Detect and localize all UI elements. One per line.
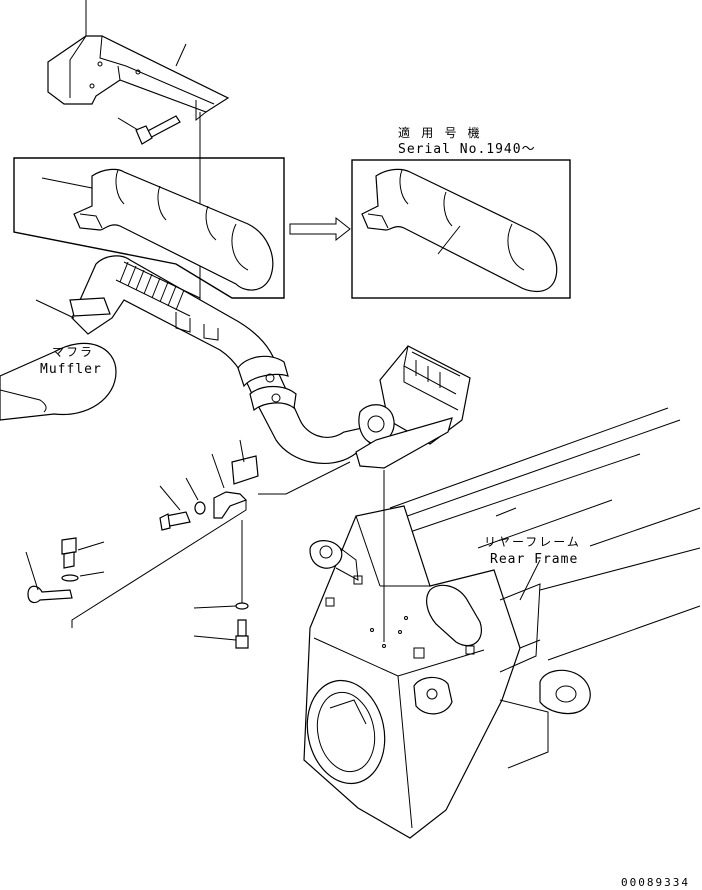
pipe-clamps	[237, 355, 297, 412]
flex-bellows	[115, 261, 201, 317]
muffler-label-en: Muffler	[40, 362, 102, 377]
rear-frame-label-jp: リヤーフレーム	[484, 535, 581, 549]
cover-bolt	[117, 115, 181, 145]
muffler-label-jp: マフラ	[52, 345, 94, 359]
lower-bolt-washer	[193, 520, 249, 649]
applicable-serial-label-en: Serial No.1940～	[398, 142, 536, 157]
detail-box-right: 適 用 号 機 Serial No.1940～	[351, 125, 571, 299]
rear-frame-label-en: Rear Frame	[490, 552, 578, 567]
tail-pipe-assembly	[35, 255, 371, 464]
muffler: マフラ Muffler	[0, 342, 117, 421]
drawing-number: 00089334	[621, 876, 690, 889]
air-cleaner-unit	[355, 345, 471, 469]
rear-frame: リヤーフレーム Rear Frame	[303, 407, 701, 839]
clip-assembly	[25, 537, 105, 604]
detail-box-left	[13, 157, 285, 299]
heat-shield-cover	[47, 0, 230, 122]
bracket-and-bolts	[71, 439, 351, 628]
direction-arrow	[289, 216, 351, 242]
applicable-serial-label-jp: 適 用 号 機	[398, 125, 482, 140]
